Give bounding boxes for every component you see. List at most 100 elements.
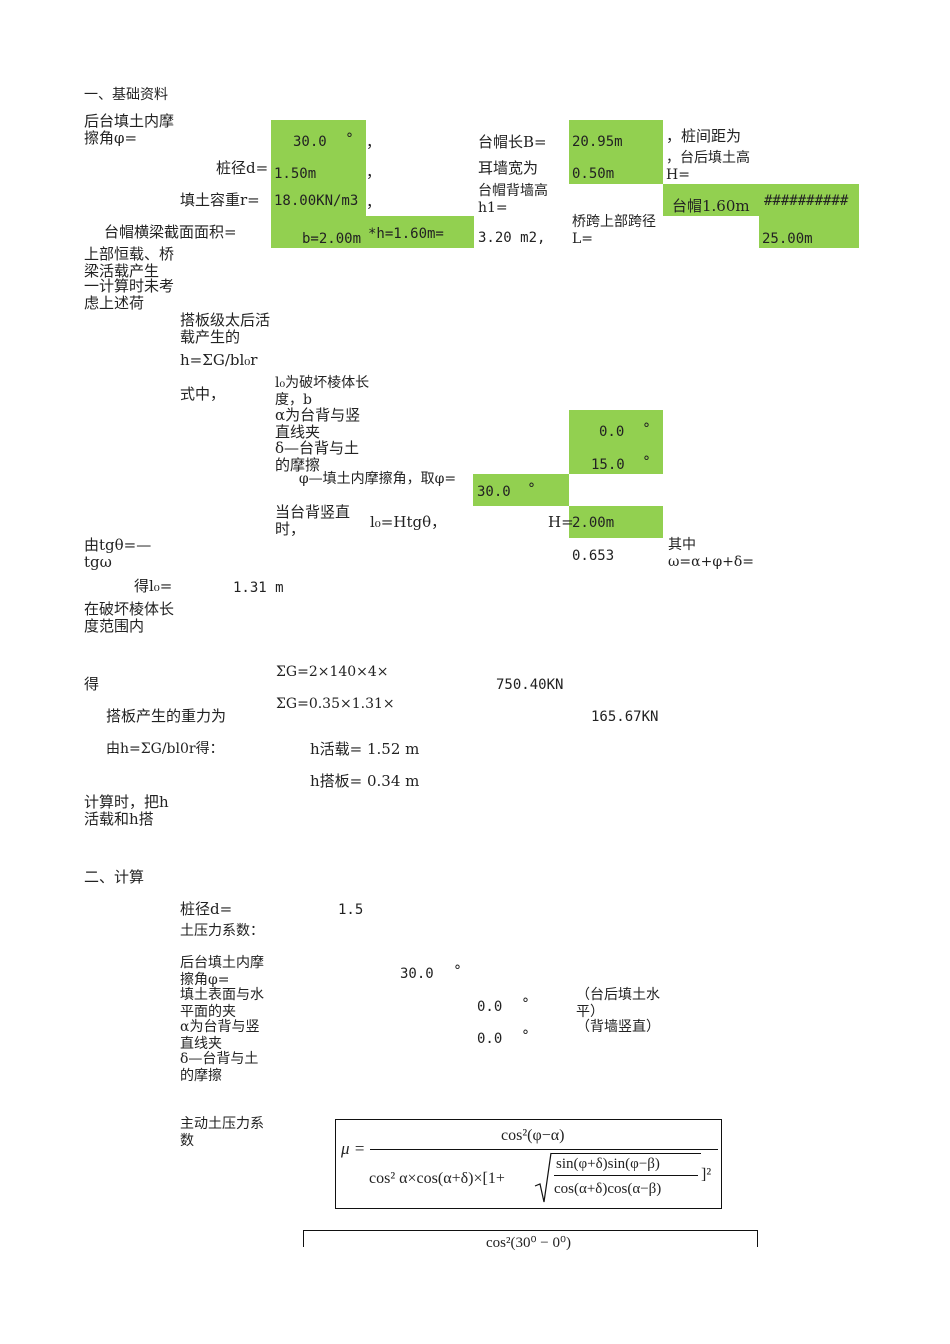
s2-phi-label: 后台填土内摩擦角φ= (180, 955, 264, 988)
sqrt-denominator: cos(α+δ)cos(α−β) (554, 1181, 662, 1197)
l0-result-value: 1.31 m (233, 580, 284, 596)
h-slab: h搭板= 0.34 m (310, 772, 420, 790)
comma: ， (366, 193, 382, 211)
formula-denominator-left: cos² α×cos(α+δ)×[1+ (369, 1170, 505, 1187)
fraction-bar (370, 1149, 718, 1150)
degree-symbol: ° (346, 131, 353, 147)
phi-value: 30.0 (293, 134, 327, 150)
phi-desc: φ—填土内摩擦角，取φ= (298, 471, 457, 487)
green-cell-phi-desc (473, 474, 569, 506)
degree-symbol: ° (528, 481, 535, 497)
tg-value: 0.653 (572, 548, 615, 564)
H-value: 2.00m (572, 515, 615, 531)
tg-label: 由tgθ=—tgω (84, 536, 152, 571)
dead-load-text: 上部恒载、桥梁活载产生 (84, 245, 175, 280)
green-cell-H (569, 506, 663, 538)
sqrt-fraction-bar (554, 1175, 698, 1176)
green-cell-phi (271, 120, 366, 184)
beta-value: 0.0 (477, 999, 503, 1015)
degree-symbol: ° (454, 963, 461, 979)
green-cell-beam-h (366, 216, 474, 248)
omega-desc: 其中ω=α+φ+δ= (668, 537, 755, 570)
comma: ， (366, 133, 382, 151)
delta-desc: δ—台背与土的摩擦 (275, 439, 360, 474)
beam-area-label: 台帽横梁截面面积= (104, 223, 237, 241)
s2-delta-label: δ—台背与土的摩擦 (180, 1051, 259, 1084)
cap-length-value: 20.95m (572, 134, 623, 150)
green-cell-cap (663, 184, 759, 216)
calc-note-text: 一计算时未考虑上述荷 (84, 277, 175, 312)
substituted-numerator: cos²(30⁰ − 0⁰) (486, 1235, 571, 1251)
vertical-desc: 当台背竖直时， (275, 503, 351, 538)
formula-numerator: cos²(φ−α) (501, 1127, 565, 1144)
span-value: 25.00m (762, 231, 813, 247)
active-label: 主动土压力系数 (180, 1116, 264, 1149)
s2-pile-d-label: 桩径d= (180, 900, 233, 918)
l0-desc: l₀为破坏棱体长度，b (275, 375, 370, 408)
formula-denominator-right: ]² (701, 1166, 712, 1183)
pile-d-label: 桩径d= (216, 159, 269, 177)
alpha-desc: α为台背与竖直线夹 (275, 406, 361, 441)
l0-eq: l₀=Htgθ， (370, 513, 447, 531)
active-pressure-formula-substituted: cos²(30⁰ − 0⁰) (303, 1230, 758, 1251)
sumG2: ΣG=0.35×1.31× (276, 696, 395, 712)
cap-label: 台帽1.60m (672, 197, 750, 215)
slab-text: 搭板级太后活载产生的 (180, 311, 271, 346)
green-cell-soil-weight (271, 184, 366, 248)
phi-desc-value: 30.0 (477, 484, 511, 500)
degree-symbol: ° (522, 1028, 529, 1044)
s2-alpha-label: α为台背与竖直线夹 (180, 1019, 260, 1052)
green-cell-cap-length (569, 120, 663, 184)
k-label: 土压力系数： (180, 923, 264, 939)
degree-symbol: ° (522, 996, 529, 1012)
span-label: 桥跨上部跨径L= (572, 214, 656, 247)
sqrt-overline (551, 1153, 701, 1154)
ear-wall-value: 0.50m (572, 166, 615, 182)
degree-symbol: ° (643, 421, 650, 437)
delta-value: 15.0 (591, 457, 625, 473)
beam-h: *h=1.60m= (368, 226, 444, 242)
from-h: 由h=ΣG/bl0r得： (106, 741, 224, 757)
phi-label: 后台填土内摩擦角φ= (84, 112, 175, 147)
calc-convert: 计算时，把h活载和h搭 (84, 793, 169, 828)
alpha-value: 0.0 (599, 424, 625, 440)
l0-result-label: 得l₀= (134, 577, 173, 595)
s2-alpha-value: 0.0 (477, 1031, 503, 1047)
section1-heading: 一、基础资料 (84, 87, 168, 103)
s2-pile-d-value: 1.5 (338, 902, 364, 918)
h-live: h活载= 1.52 m (310, 740, 420, 758)
comma: ， (366, 163, 382, 181)
slab-weight-label: 搭板产生的重力为 (106, 707, 227, 725)
beam-area: 3.20 m2, (478, 230, 546, 246)
overflow-cell: ########## (764, 193, 849, 209)
active-pressure-formula: μ = cos²(φ−α) cos² α×cos(α+δ)×[1+ sin(φ+… (335, 1119, 722, 1209)
h-formula: h=ΣG/bl₀r (180, 351, 258, 369)
section2-heading: 二、计算 (84, 868, 145, 886)
pile-spacing-label: ，桩间距为 (666, 127, 742, 145)
in-formula: 式中， (180, 385, 226, 403)
beam-b: b=2.00m (302, 231, 362, 247)
back-wall-label: 台帽背墙高h1= (478, 183, 548, 216)
pile-d-value: 1.50m (274, 166, 317, 182)
ear-wall-label: 耳墙宽为 (478, 159, 539, 177)
within-text: 在破坏棱体长度范围内 (84, 600, 175, 635)
fill-height-label: ，台后填土高H= (666, 150, 750, 183)
green-cell-span (759, 184, 859, 248)
de-label: 得 (84, 675, 100, 693)
sqrt-numerator: sin(φ+δ)sin(φ−β) (556, 1156, 660, 1172)
soil-weight-label: 填土容重r= (180, 191, 260, 209)
s2-phi-value: 30.0 (400, 966, 434, 982)
beta-note: （台后填土水平） (576, 987, 660, 1020)
sqrt-icon (534, 1152, 552, 1203)
sumG2-value: 165.67KN (591, 709, 659, 725)
soil-weight-value: 18.00KN/m3 (274, 193, 359, 209)
sumG1-value: 750.40KN (496, 677, 564, 693)
alpha-note: （背墙竖直） (576, 1019, 660, 1035)
cap-length-label: 台帽长B= (478, 133, 547, 151)
H-label: H= (548, 513, 574, 531)
degree-symbol: ° (643, 454, 650, 470)
sumG1: ΣG=2×140×4× (276, 664, 389, 680)
green-cell-alpha-delta (569, 410, 663, 474)
beta-label: 填土表面与水平面的夹 (180, 987, 264, 1020)
mu-symbol: μ = (341, 1139, 366, 1158)
